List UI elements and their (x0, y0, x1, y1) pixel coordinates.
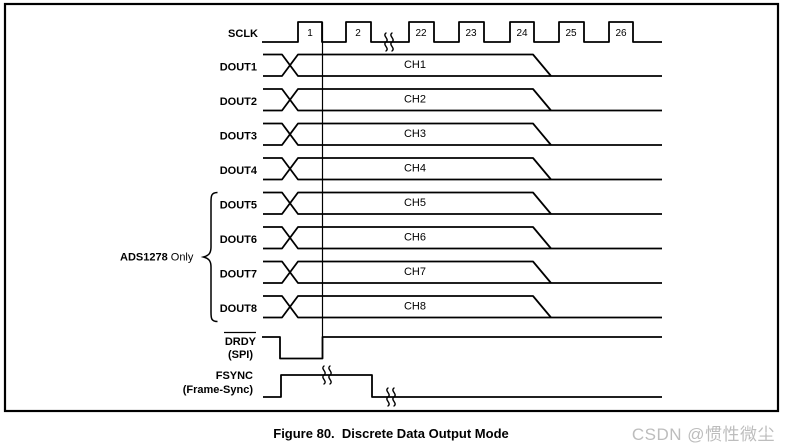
drdy-waveform (262, 336, 662, 360)
dout3-channel-label: CH3 (404, 128, 426, 140)
watermark-text: CSDN @惯性微尘 (631, 425, 775, 444)
dout7-waveform (263, 260, 552, 284)
dout8-row: DOUT8 CH8 (220, 295, 662, 319)
sclk-pulse-number: 1 (307, 28, 313, 39)
dout4-waveform (263, 157, 552, 181)
drdy-row: DRDY (SPI) (224, 331, 662, 361)
fsync-row: FSYNC (Frame-Sync) (183, 365, 662, 407)
dout4-channel-label: CH4 (404, 163, 426, 175)
dout6-channel-label: CH6 (404, 232, 426, 244)
dout3-row: DOUT3 CH3 (220, 122, 662, 146)
sclk-pulse-number: 23 (465, 28, 477, 39)
sclk-row: SCLK 1 2 22 23 24 25 26 (228, 21, 662, 52)
signal-break-icon (384, 32, 394, 52)
figure-caption: Figure 80. Discrete Data Output Mode (273, 426, 509, 441)
sclk-pulse-number: 2 (355, 28, 361, 39)
dout7-label: DOUT7 (220, 269, 257, 281)
drdy-label: DRDY (225, 336, 257, 348)
sclk-waveform (262, 21, 662, 43)
dout1-row: DOUT1 CH1 (220, 53, 662, 77)
drdy-sublabel: (SPI) (228, 349, 253, 361)
dout4-label: DOUT4 (220, 165, 258, 177)
dout2-channel-label: CH2 (404, 94, 426, 106)
dout2-row: DOUT2 CH2 (220, 88, 662, 112)
dout3-label: DOUT3 (220, 131, 257, 143)
sclk-pulse-number: 25 (565, 28, 577, 39)
signal-break-icon (386, 387, 396, 407)
dout1-channel-label: CH1 (404, 59, 426, 71)
dout7-channel-label: CH7 (404, 266, 426, 278)
dout5-waveform (263, 191, 552, 215)
fsync-waveform (263, 374, 662, 398)
sclk-pulse-number: 22 (415, 28, 427, 39)
signal-break-icon (322, 365, 332, 385)
dout5-row: DOUT5 CH5 (220, 191, 662, 215)
dout3-waveform (263, 122, 552, 146)
ads1278-only-group: ADS1278 Only (120, 191, 218, 323)
dout5-label: DOUT5 (220, 200, 257, 212)
dout1-label: DOUT1 (220, 62, 257, 74)
dout6-label: DOUT6 (220, 234, 257, 246)
dout5-channel-label: CH5 (404, 197, 426, 209)
sclk-pulse-number: 26 (615, 28, 627, 39)
dout8-channel-label: CH8 (404, 301, 426, 313)
group-brace (200, 191, 218, 323)
dout2-waveform (263, 88, 552, 112)
dout8-label: DOUT8 (220, 303, 257, 315)
figure-border (3, 2, 780, 413)
dout2-label: DOUT2 (220, 96, 257, 108)
dout8-waveform (263, 295, 552, 319)
timing-diagram: SCLK 1 2 22 23 24 25 26 DOUT1 CH1 DOUT2 (3, 2, 780, 413)
sclk-label: SCLK (228, 28, 258, 40)
fsync-sublabel: (Frame-Sync) (183, 384, 254, 396)
dout1-waveform (263, 53, 552, 77)
dout4-row: DOUT4 CH4 (220, 157, 662, 181)
fsync-label: FSYNC (216, 370, 253, 382)
dout6-waveform (263, 226, 552, 250)
dout6-row: DOUT6 CH6 (220, 226, 662, 250)
sclk-pulse-number: 24 (516, 28, 528, 39)
dout7-row: DOUT7 CH7 (220, 260, 662, 284)
group-label: ADS1278 Only (120, 252, 194, 264)
